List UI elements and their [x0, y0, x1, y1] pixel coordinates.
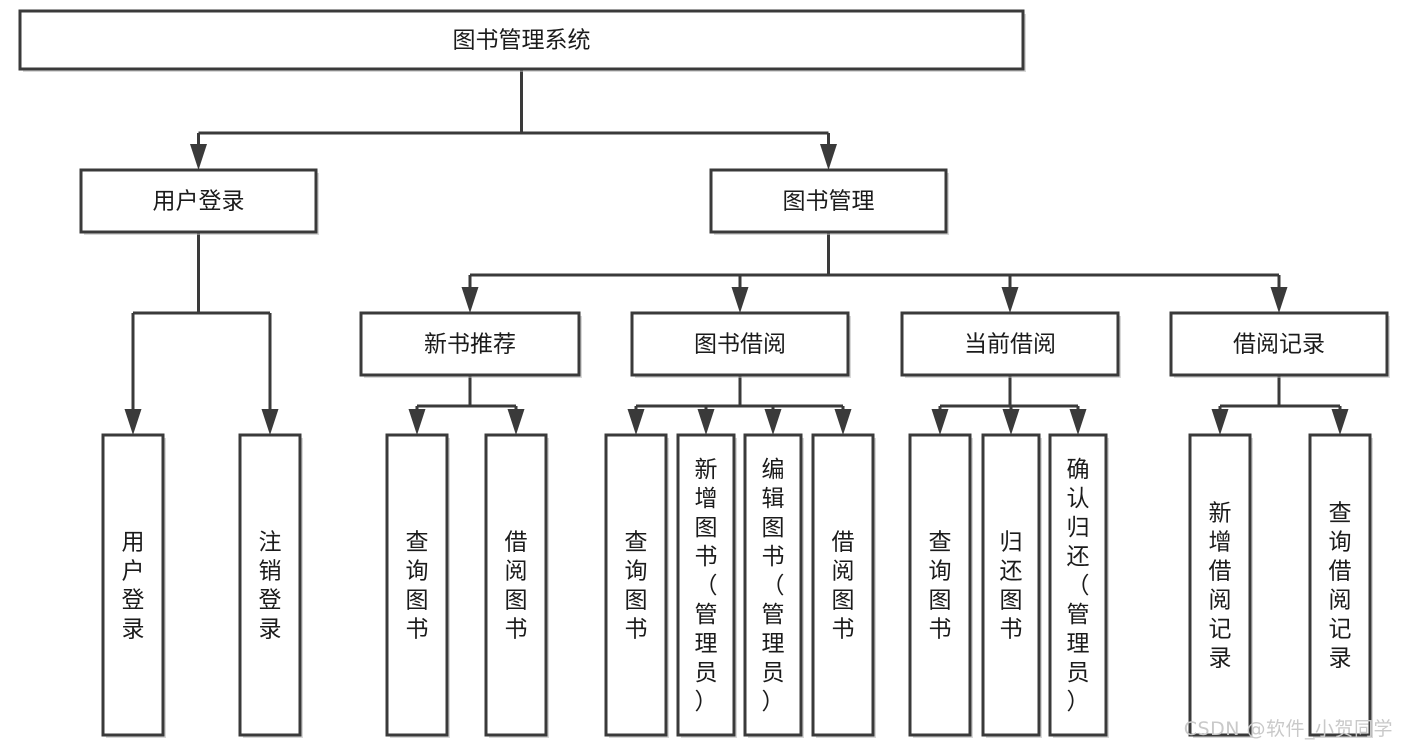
node-border	[743, 433, 803, 737]
node-leaf-borrow-book-1[interactable]: 借阅图书	[484, 433, 549, 738]
node-border	[1188, 433, 1252, 737]
node-records[interactable]: 借阅记录	[1169, 311, 1390, 378]
node-leaf-user-login[interactable]: 用户登录	[101, 433, 166, 738]
node-bookmgmt[interactable]: 图书管理	[709, 168, 949, 235]
node-border	[359, 311, 581, 377]
node-current[interactable]: 当前借阅	[900, 311, 1121, 378]
node-root[interactable]: 图书管理系统	[18, 9, 1026, 72]
node-leaf-borrow-book-2[interactable]: 借阅图书	[811, 433, 876, 738]
node-label: 用户登录	[153, 189, 245, 215]
node-leaf-query-book-1[interactable]: 查询图书	[385, 433, 450, 738]
node-border	[385, 433, 449, 737]
node-label: 借阅记录	[1233, 332, 1325, 358]
node-border	[604, 433, 668, 737]
node-label: 查询图书	[929, 530, 952, 643]
node-border	[101, 433, 165, 737]
connector-arrowhead	[697, 409, 715, 435]
node-leaf-query-record[interactable]: 查询借阅记录	[1308, 433, 1373, 738]
node-label: 新增图书（管理员）	[695, 457, 718, 715]
connector-arrowhead	[731, 287, 749, 313]
connector-arrowhead	[261, 409, 279, 435]
node-login[interactable]: 用户登录	[79, 168, 319, 235]
node-border	[900, 311, 1120, 377]
node-label: 借阅图书	[505, 530, 528, 643]
node-border	[630, 311, 850, 377]
node-label: 编辑图书（管理员）	[762, 457, 785, 715]
connector-layer	[124, 69, 1349, 435]
node-label: 用户登录	[122, 530, 145, 643]
connector-arrowhead	[1270, 287, 1288, 313]
node-label: 查询借阅记录	[1329, 501, 1352, 672]
node-leaf-edit-book[interactable]: 编辑图书（管理员）	[743, 433, 804, 738]
connector-arrowhead	[1069, 409, 1087, 435]
node-label: 当前借阅	[964, 332, 1056, 358]
node-label: 图书管理	[783, 189, 875, 215]
connector-arrowhead	[1001, 287, 1019, 313]
node-leaf-add-record[interactable]: 新增借阅记录	[1188, 433, 1253, 738]
node-border	[484, 433, 548, 737]
node-label: 注销登录	[259, 530, 282, 643]
node-border	[709, 168, 948, 234]
node-border	[79, 168, 318, 234]
connector-arrowhead	[124, 409, 142, 435]
node-leaf-query-book-3[interactable]: 查询图书	[908, 433, 973, 738]
node-label: 新书推荐	[424, 332, 516, 358]
node-label: 图书管理系统	[453, 28, 591, 54]
connector-arrowhead	[931, 409, 949, 435]
node-newbook[interactable]: 新书推荐	[359, 311, 582, 378]
node-border	[1169, 311, 1389, 377]
connector-arrowhead	[190, 144, 207, 170]
node-leaf-return-book[interactable]: 归还图书	[981, 433, 1042, 738]
connector-arrowhead	[461, 287, 479, 313]
connector-arrowhead	[1002, 409, 1020, 435]
connector-arrowhead	[627, 409, 645, 435]
connector-arrowhead	[408, 409, 426, 435]
node-border	[238, 433, 302, 737]
node-border	[811, 433, 875, 737]
connector-arrowhead	[820, 144, 837, 170]
connector-arrowhead	[1331, 409, 1349, 435]
connector-arrowhead	[764, 409, 782, 435]
node-leaf-confirm-return[interactable]: 确认归还（管理员）	[1048, 433, 1109, 738]
node-label: 归还图书	[1000, 530, 1023, 643]
node-border	[1048, 433, 1108, 737]
node-border	[676, 433, 736, 737]
node-label: 查询图书	[406, 530, 429, 643]
node-label: 图书借阅	[694, 332, 786, 358]
node-label: 新增借阅记录	[1209, 501, 1232, 672]
node-border	[981, 433, 1041, 737]
node-leaf-user-logout[interactable]: 注销登录	[238, 433, 303, 738]
node-label: 借阅图书	[832, 530, 855, 643]
node-layer: 图书管理系统用户登录图书管理新书推荐图书借阅当前借阅借阅记录用户登录注销登录查询…	[18, 9, 1390, 738]
node-border	[18, 9, 1025, 71]
node-border	[908, 433, 972, 737]
node-leaf-query-book-2[interactable]: 查询图书	[604, 433, 669, 738]
node-leaf-add-book[interactable]: 新增图书（管理员）	[676, 433, 737, 738]
node-label: 确认归还（管理员）	[1067, 457, 1090, 715]
node-label: 查询图书	[625, 530, 648, 643]
node-borrow[interactable]: 图书借阅	[630, 311, 851, 378]
node-border	[1308, 433, 1372, 737]
connector-arrowhead	[834, 409, 852, 435]
connector-arrowhead	[1211, 409, 1229, 435]
connector-arrowhead	[507, 409, 525, 435]
